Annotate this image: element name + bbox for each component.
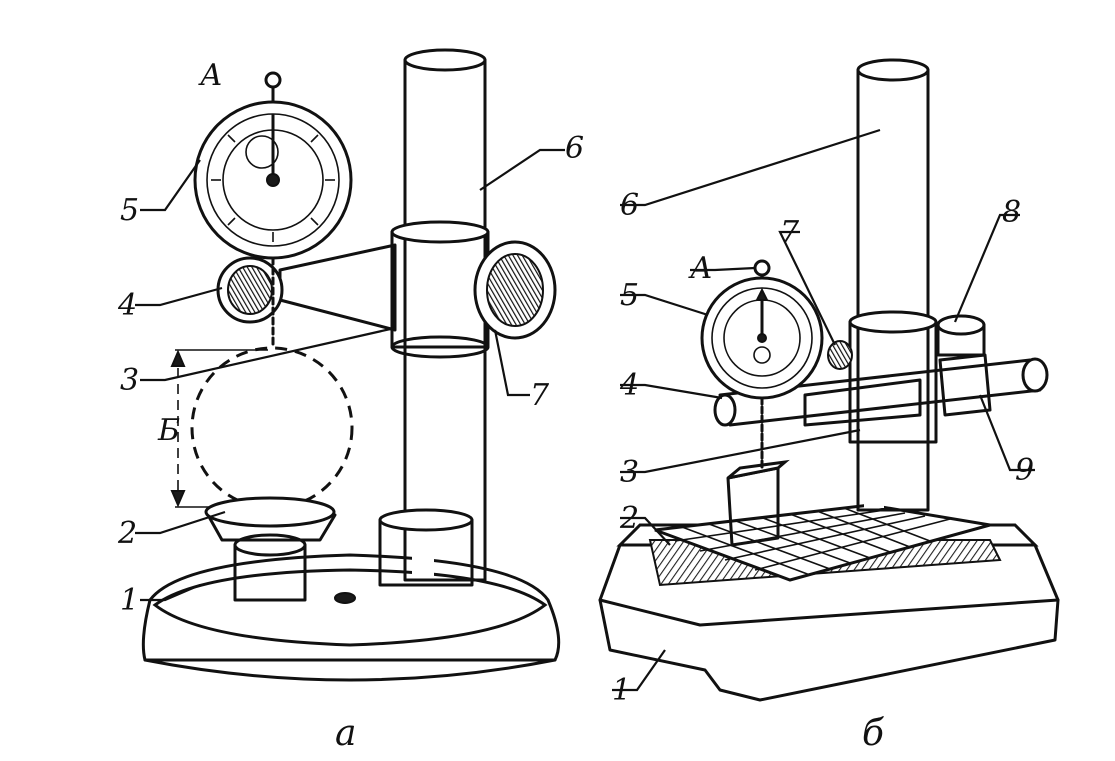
label-a-A: А bbox=[198, 58, 223, 93]
label-b-4: 4 bbox=[619, 368, 639, 403]
stand-a-measured-part bbox=[190, 346, 354, 510]
label-a-5: 5 bbox=[120, 193, 139, 228]
stand-a-column bbox=[378, 48, 487, 587]
label-b-9: 9 bbox=[1015, 453, 1034, 488]
stand-b-knob bbox=[936, 314, 992, 417]
stand-a-base bbox=[141, 553, 561, 682]
label-b-1: 1 bbox=[612, 673, 631, 708]
label-a-6: 6 bbox=[565, 131, 584, 166]
caption-b: б bbox=[862, 713, 885, 754]
stand-a-arm bbox=[278, 243, 397, 332]
label-b-6: 6 bbox=[620, 188, 639, 223]
stand-b-bar bbox=[713, 357, 1049, 427]
stand-b-grid-plate bbox=[654, 503, 991, 582]
label-b-8: 8 bbox=[1002, 195, 1021, 230]
label-b-5: 5 bbox=[620, 278, 639, 313]
stand-a-table bbox=[204, 496, 337, 602]
stand-a-clamp bbox=[390, 220, 490, 359]
caption-a: а bbox=[335, 713, 356, 754]
label-a-4: 4 bbox=[117, 288, 137, 323]
label-a-B: Б bbox=[157, 413, 180, 448]
label-a-3: 3 bbox=[120, 363, 139, 398]
stand-b: 1 2 3 4 5 6 7 8 9 А б bbox=[598, 58, 1060, 754]
stand-a-dimension bbox=[170, 349, 268, 508]
stand-b-labels: 1 2 3 4 5 6 7 8 9 А б bbox=[612, 188, 1034, 754]
stand-a: 1 2 3 4 5 6 7 А Б а bbox=[117, 48, 584, 754]
stand-b-clamp bbox=[827, 340, 853, 370]
label-a-1: 1 bbox=[120, 583, 139, 618]
stand-b-dial-indicator bbox=[700, 259, 824, 472]
label-b-7: 7 bbox=[780, 215, 800, 250]
stand-b-column bbox=[848, 58, 938, 512]
label-a-7: 7 bbox=[530, 378, 550, 413]
label-b-A: А bbox=[688, 251, 713, 286]
stand-a-knob bbox=[216, 256, 284, 324]
label-b-2: 2 bbox=[619, 501, 639, 536]
stand-a-leaders bbox=[135, 148, 565, 602]
label-b-3: 3 bbox=[620, 455, 639, 490]
stand-a-dial-indicator bbox=[193, 71, 353, 347]
stand-a-clamp-screw bbox=[473, 240, 557, 340]
stand-a-labels: 1 2 3 4 5 6 7 А Б а bbox=[117, 58, 584, 754]
label-a-2: 2 bbox=[117, 516, 137, 551]
stand-b-workpiece bbox=[726, 459, 790, 547]
stand-b-leaders bbox=[612, 128, 1035, 692]
